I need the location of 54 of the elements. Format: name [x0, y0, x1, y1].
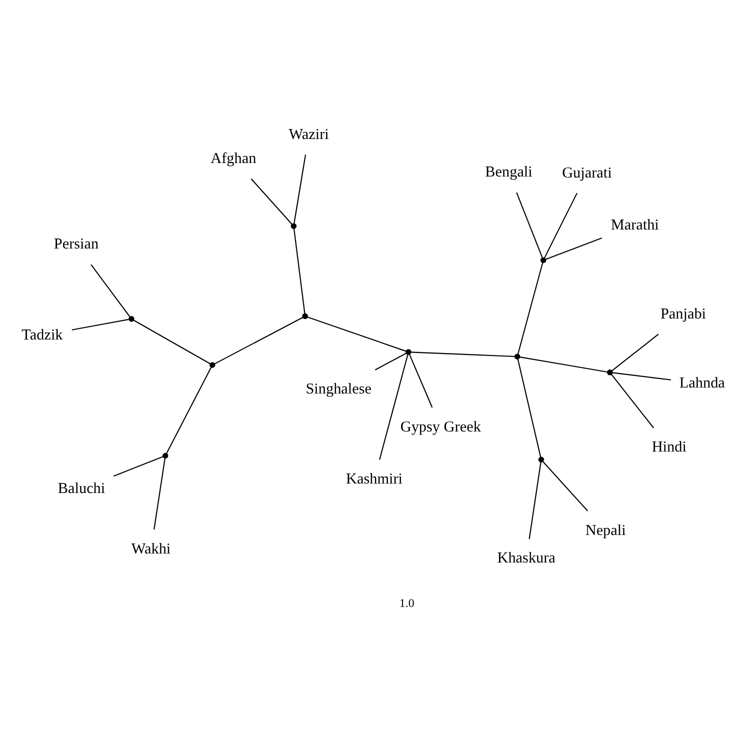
- connector: [90, 264, 130, 317]
- node-text: Marathi: [610, 216, 659, 233]
- node-text: Afghan: [210, 150, 256, 167]
- connector: [307, 316, 406, 352]
- node-text: Bengali: [485, 163, 532, 180]
- node-point: [162, 452, 168, 458]
- connector: [517, 358, 542, 457]
- node-text: Singhalese: [306, 380, 372, 397]
- node-text: Gypsy Greek: [400, 418, 481, 435]
- connector: [612, 372, 671, 380]
- node-text: Khaskura: [497, 549, 556, 566]
- node-point: [514, 353, 520, 359]
- connector: [611, 333, 659, 371]
- node-point: [209, 362, 216, 368]
- connector: [250, 178, 292, 224]
- connector: [293, 228, 306, 314]
- node-point: [538, 456, 544, 462]
- node-text: Nepali: [585, 521, 626, 538]
- node-text: Hindi: [652, 438, 686, 456]
- connector: [166, 366, 212, 454]
- connector: [516, 192, 543, 258]
- node-text: Panjabi: [660, 305, 706, 322]
- connector: [610, 373, 654, 428]
- connector: [544, 192, 578, 258]
- node-text: Persian: [54, 235, 99, 252]
- connector: [154, 458, 166, 530]
- connector: [545, 237, 602, 260]
- connector: [408, 354, 433, 408]
- connector: [294, 154, 306, 224]
- connector: [214, 316, 304, 364]
- node-text: Tadzik: [22, 326, 63, 343]
- node-point: [128, 316, 134, 322]
- label: 1.0: [399, 596, 414, 610]
- connector: [411, 351, 515, 357]
- node-text: Baluchi: [58, 479, 106, 496]
- node-point: [607, 369, 613, 375]
- connector: [517, 262, 544, 354]
- connector: [374, 352, 407, 370]
- node-text: Wakhi: [131, 540, 171, 557]
- connector: [114, 456, 164, 476]
- node-point: [406, 348, 412, 354]
- node-point: [302, 312, 308, 319]
- connector: [134, 319, 210, 364]
- connector: [379, 354, 408, 460]
- connector: [528, 462, 542, 539]
- node-text: Waziri: [288, 125, 329, 142]
- node-point: [290, 222, 297, 228]
- node-text: Gujarati: [562, 164, 612, 181]
- connector: [542, 460, 588, 511]
- connector: [72, 318, 129, 330]
- node-text: Lahnda: [679, 374, 725, 392]
- connector: [520, 356, 608, 372]
- node-text: Kashmiri: [346, 470, 403, 487]
- node-point: [540, 256, 546, 263]
